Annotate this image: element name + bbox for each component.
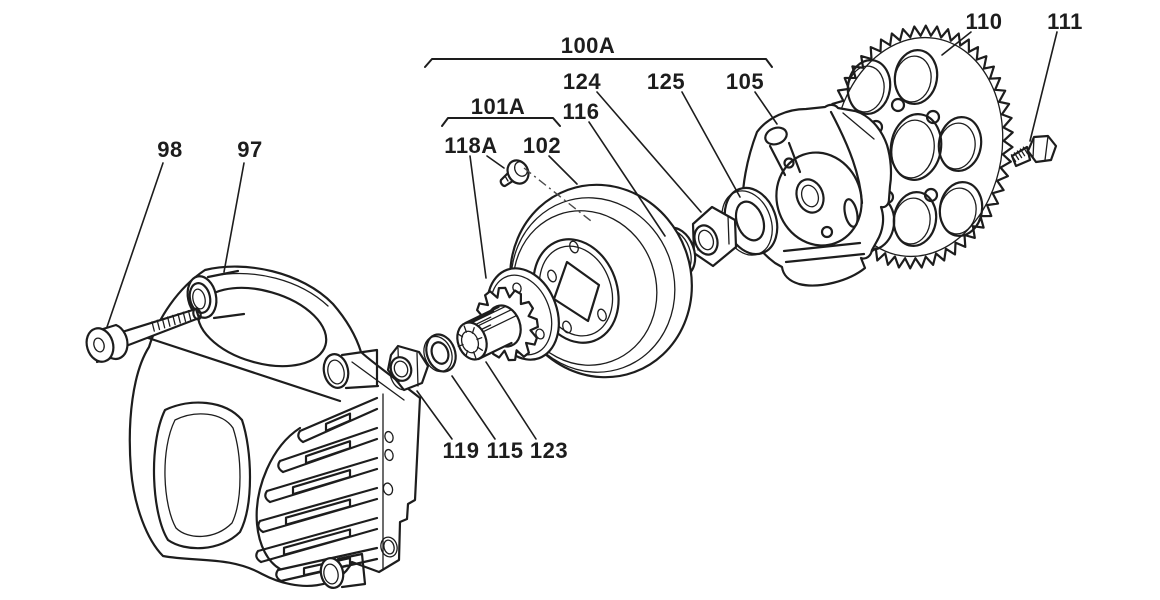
- transmission-cover-part: [128, 265, 422, 589]
- callout-98: 98: [157, 137, 182, 162]
- callout-123: 123: [530, 438, 568, 463]
- bracket-100A: [424, 58, 773, 68]
- cover-bolt-part: [85, 307, 202, 364]
- nut-119-part: [386, 344, 430, 392]
- callout-105: 105: [726, 69, 764, 94]
- cover-bottom-boss: [319, 552, 367, 589]
- washer-115-part: [423, 333, 457, 373]
- cover-right-boss: [322, 348, 405, 401]
- callout-124: 124: [563, 69, 601, 94]
- callout-118A: 118A: [444, 133, 497, 158]
- callout-100A: 100A: [561, 33, 616, 58]
- bracket-101A: [441, 117, 561, 127]
- callout-111: 111: [1047, 9, 1083, 34]
- callout-125: 125: [647, 69, 685, 94]
- callout-97: 97: [237, 137, 262, 162]
- cover-mount-plate: [380, 393, 398, 571]
- washer-125-part: [721, 186, 779, 256]
- nut-124-part: [691, 205, 738, 268]
- screw-axis-line: [523, 167, 592, 222]
- callout-116: 116: [563, 99, 600, 124]
- callout-110: 110: [966, 9, 1003, 34]
- callout-labels: 98 97 100A 124 125 105 116 101A 118A 102…: [157, 9, 1083, 463]
- screw-118a-part: [499, 159, 530, 188]
- leader-lines: [106, 31, 1058, 440]
- assembly-brackets: [424, 58, 773, 127]
- gear-bolt-part: [1010, 134, 1058, 168]
- callout-119: 119: [443, 438, 480, 463]
- clutch-part: [741, 103, 893, 287]
- callout-102: 102: [523, 133, 561, 158]
- callout-115: 115: [487, 438, 524, 463]
- callout-101A: 101A: [471, 94, 526, 119]
- cover-top-boss: [186, 269, 246, 320]
- sprocket-hub-part: [456, 267, 560, 362]
